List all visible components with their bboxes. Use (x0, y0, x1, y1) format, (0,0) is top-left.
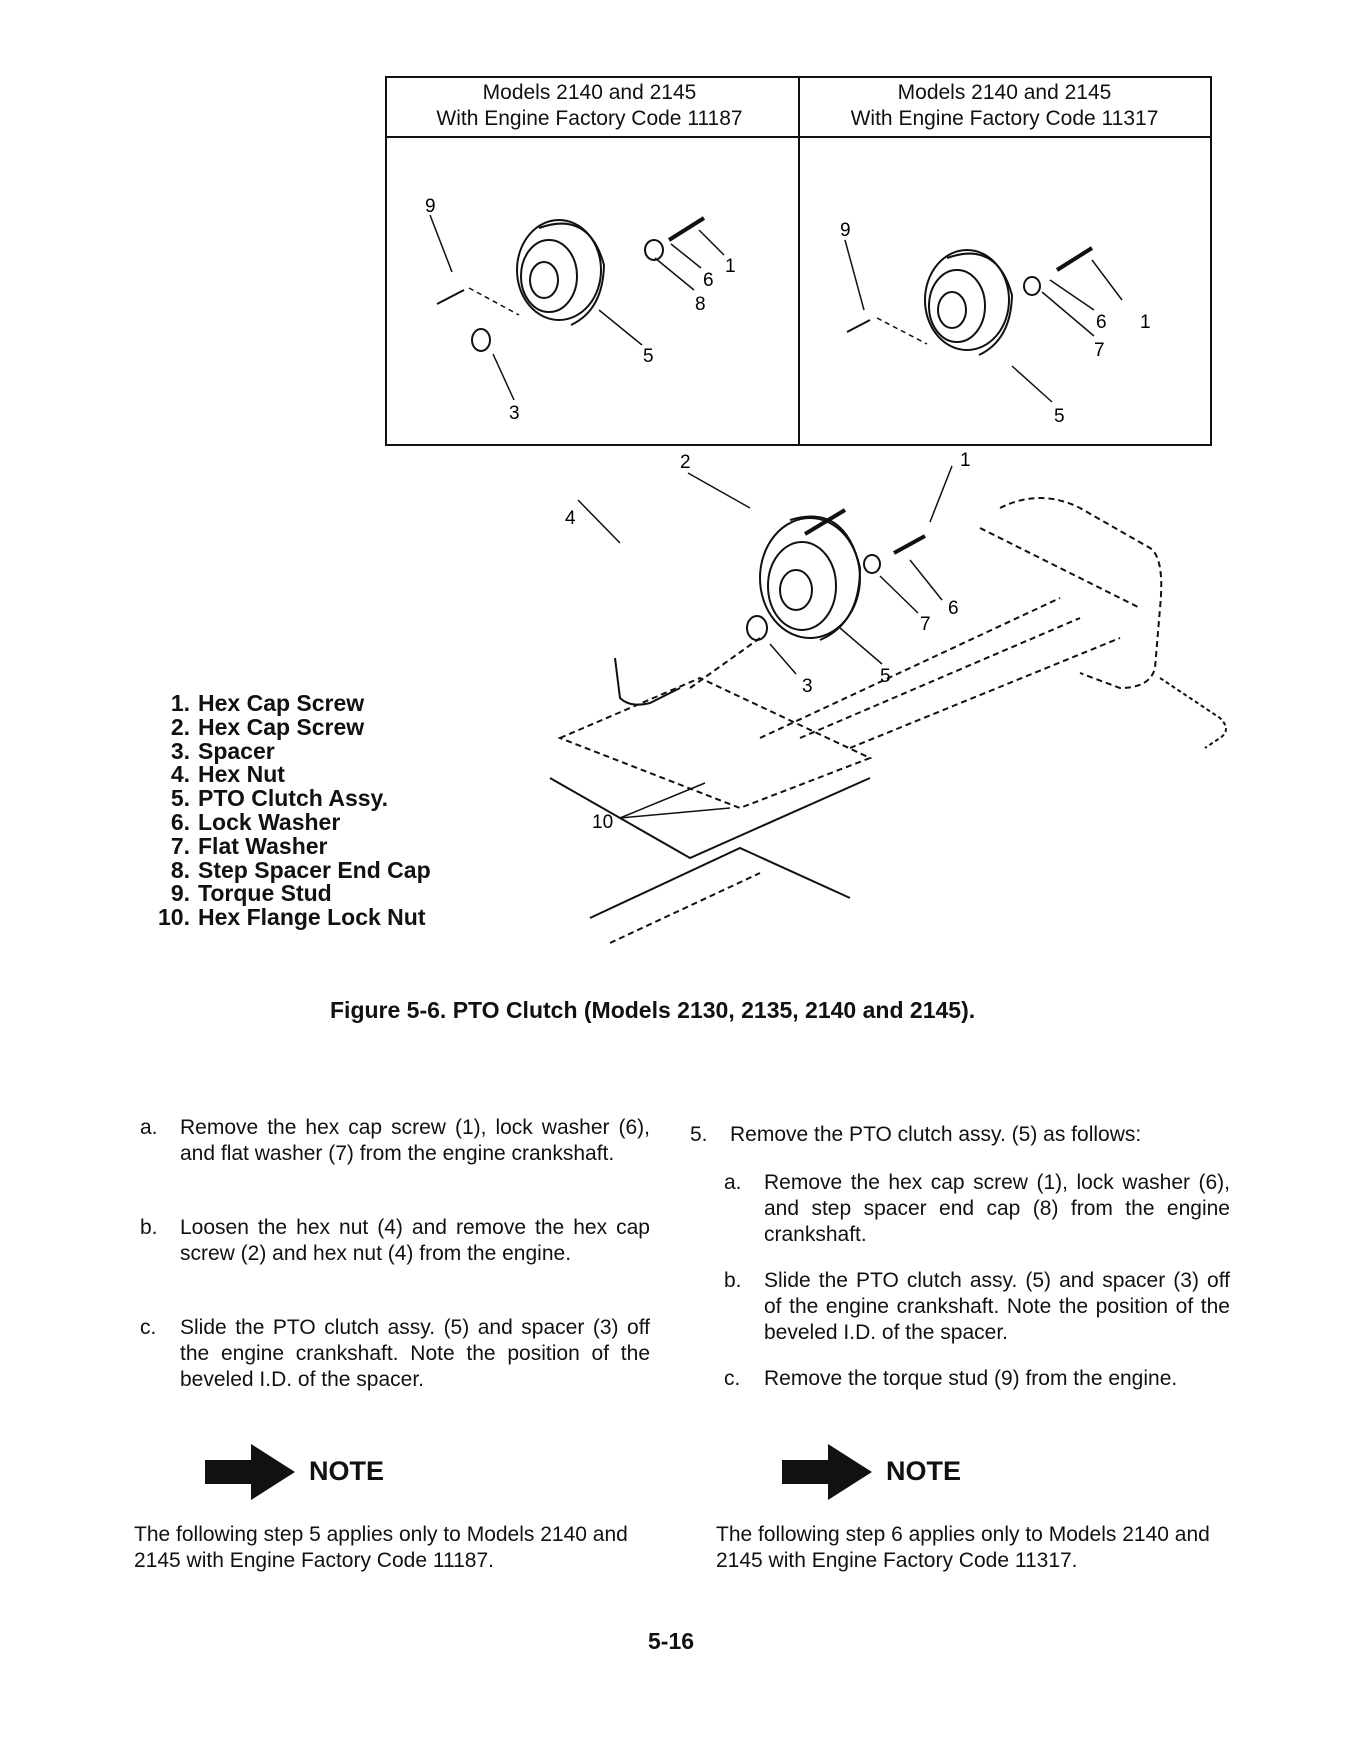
step-b-left: b. Loosen the hex nut (4) and remove the… (140, 1216, 650, 1265)
torque-stud-shape (436, 289, 465, 305)
arrow-right-icon (205, 1444, 295, 1500)
torque-stud-shape-right (846, 319, 871, 333)
callout-2-main: 2 (680, 452, 691, 473)
part-item: 8.Step Spacer End Cap (170, 856, 431, 883)
callout-6-main: 6 (948, 598, 959, 619)
part-item: 3.Spacer (170, 737, 275, 764)
part-item: 1.Hex Cap Screw (170, 690, 365, 716)
page-number: 5-16 (648, 1628, 695, 1654)
right-panel-header: Models 2140 and 2145 With Engine Factory… (850, 81, 1159, 130)
left-exploded-view: 9 1 6 8 5 3 (425, 196, 736, 424)
step-c-left: c. Slide the PTO clutch assy. (5) and sp… (140, 1316, 650, 1391)
arrow-right-icon (782, 1444, 872, 1500)
right-note-header: NOTE (782, 1442, 961, 1500)
left-note-header: NOTE (205, 1442, 384, 1500)
callout-6-right: 6 (1096, 312, 1107, 333)
parts-list: 1.Hex Cap Screw 2.Hex Cap Screw 3.Spacer… (140, 690, 500, 931)
main-exploded-drawing: 2 4 1 6 7 5 3 10 (549, 450, 1227, 944)
frame-bracket (614, 657, 681, 706)
callout-5-main: 5 (880, 666, 891, 687)
callout-3-main: 3 (802, 676, 813, 697)
callout-10-main: 10 (592, 812, 613, 833)
table-divider-horizontal (387, 136, 1210, 138)
models-comparison-table: Models 2140 and 2145 With Engine Factory… (385, 76, 1212, 446)
step-c-right: c. Remove the torque stud (9) from the e… (724, 1367, 1178, 1390)
left-panel-header: Models 2140 and 2145 With Engine Factory… (436, 81, 743, 130)
left-note-text: The following step 5 applies only to Mod… (134, 1523, 628, 1572)
callout-5: 5 (643, 346, 654, 367)
end-cap-shape (644, 239, 664, 261)
callout-1: 1 (725, 256, 736, 277)
table-divider-vertical (798, 78, 800, 444)
step-a-right: a. Remove the hex cap screw (1), lock wa… (724, 1171, 1230, 1246)
part-item: 7.Flat Washer (170, 832, 328, 859)
part-item: 5.PTO Clutch Assy. (170, 785, 389, 812)
flat-washer-shape (1023, 276, 1041, 296)
clutch-body-shape (516, 219, 602, 321)
step-b-right: b. Slide the PTO clutch assy. (5) and sp… (724, 1269, 1230, 1344)
figure-caption: Figure 5-6. PTO Clutch (Models 2130, 213… (330, 997, 976, 1023)
step-a-left: a. Remove the hex cap screw (1), lock wa… (140, 1116, 650, 1165)
right-exploded-view: 9 6 1 7 5 (840, 220, 1151, 427)
callout-9: 9 (425, 196, 436, 217)
callout-1-right: 1 (1140, 312, 1151, 333)
callout-3: 3 (509, 403, 520, 424)
callout-7-main: 7 (920, 614, 931, 635)
step-5-right: 5. Remove the PTO clutch assy. (5) as fo… (690, 1123, 1142, 1146)
engine-outline (999, 497, 1163, 690)
callout-5-right: 5 (1054, 406, 1065, 427)
spacer-shape (471, 328, 491, 352)
part-item: 4.Hex Nut (170, 761, 285, 788)
part-item: 6.Lock Washer (170, 808, 341, 835)
callout-4-main: 4 (565, 508, 576, 529)
callout-6: 6 (703, 270, 714, 291)
callout-7-right: 7 (1094, 340, 1105, 361)
hex-cap-screw-shape (667, 216, 706, 242)
frame-plate (557, 676, 873, 810)
part-item: 9.Torque Stud (170, 880, 332, 907)
callout-9-right: 9 (840, 220, 851, 241)
callout-1-main: 1 (960, 450, 971, 471)
right-note-text: The following step 6 applies only to Mod… (716, 1523, 1210, 1572)
callout-8: 8 (695, 294, 706, 315)
part-item: 2.Hex Cap Screw (170, 713, 365, 740)
part-item: 10.Hex Flange Lock Nut (158, 904, 426, 931)
